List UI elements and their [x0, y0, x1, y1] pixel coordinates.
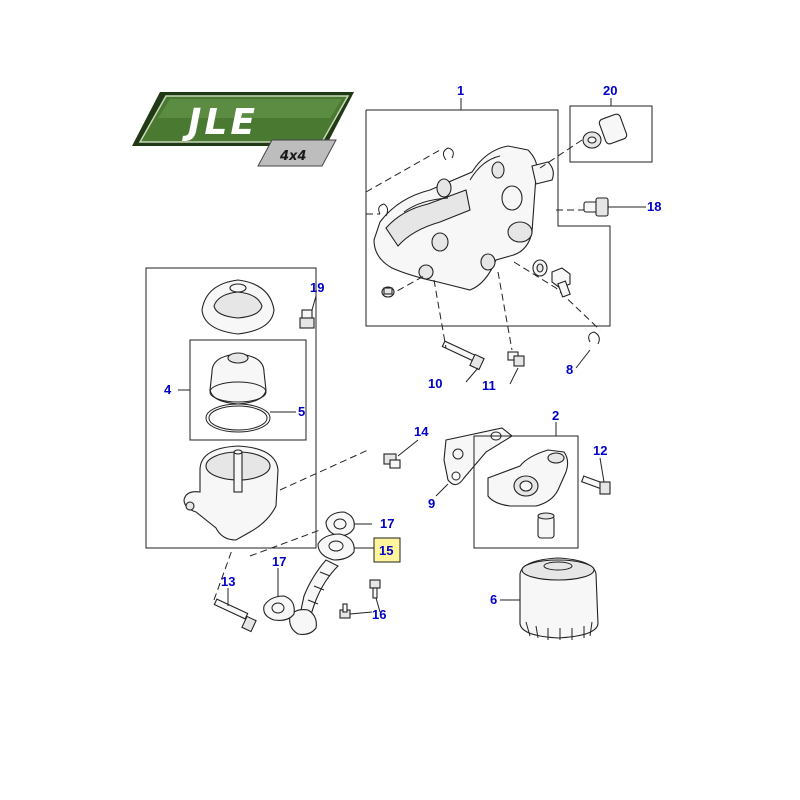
clip-left — [378, 203, 389, 217]
logo-sub-text: 4x4 — [279, 149, 306, 164]
logo-main-text: JLE — [182, 102, 258, 143]
callout-14: 14 — [414, 424, 429, 439]
filter-housing-box — [145, 267, 317, 549]
oil-pipe — [289, 559, 339, 635]
callout-20: 20 — [603, 83, 617, 98]
callout-2: 2 — [552, 408, 559, 423]
oil-temperature-sensor — [556, 197, 640, 217]
callout-4: 4 — [164, 382, 172, 397]
bolt-16-upper — [369, 579, 381, 599]
filter-canister — [183, 445, 279, 541]
clip-top-left — [442, 147, 454, 161]
adapter-sleeve — [537, 512, 555, 539]
part-20-group — [539, 105, 653, 169]
callout-13: 13 — [221, 574, 235, 589]
callout-17b: 17 — [272, 554, 286, 569]
drain-plug — [551, 267, 571, 298]
callout-5: 5 — [298, 404, 305, 419]
callout-11: 11 — [482, 378, 496, 393]
clip-8 — [588, 331, 600, 345]
o-ring — [205, 403, 271, 433]
callout-19: 19 — [310, 280, 324, 295]
callout-labels: 1 20 18 19 4 5 10 11 8 14 2 12 9 17 15 1… — [164, 83, 661, 622]
bolt-13 — [213, 598, 257, 633]
callout-16: 16 — [372, 607, 386, 622]
bolt-16-lower — [339, 603, 351, 619]
filter-cap — [201, 279, 275, 335]
oil-filter-housing — [373, 145, 554, 291]
bolt-12 — [580, 475, 611, 495]
callout-18: 18 — [647, 199, 661, 214]
filter-adapter — [487, 449, 569, 507]
gasket-17-upper — [325, 511, 355, 537]
filter-element — [209, 352, 267, 405]
callout-12: 12 — [593, 443, 607, 458]
sensor-sleeve — [582, 113, 628, 149]
callout-10: 10 — [428, 376, 442, 391]
bolt-11 — [497, 271, 525, 367]
bolt-19 — [299, 309, 315, 329]
oil-filter — [519, 557, 599, 640]
callout-1: 1 — [457, 83, 464, 98]
filter-adapter-box — [473, 435, 579, 549]
callout-8: 8 — [566, 362, 573, 377]
bolt-14 — [383, 453, 401, 469]
callout-6: 6 — [490, 592, 497, 607]
bolt-10 — [433, 279, 485, 371]
callout-17a: 17 — [380, 516, 394, 531]
oil-filter-housing-group — [365, 109, 611, 331]
leader-lines — [178, 98, 646, 615]
grommet — [381, 286, 395, 298]
gasket-17-lower — [263, 595, 295, 621]
plug-seal — [532, 259, 548, 277]
callout-15: 15 — [379, 543, 393, 558]
jle-4x4-logo: JLE 4x4 — [132, 92, 354, 167]
callout-15-highlight — [373, 537, 401, 563]
callout-9: 9 — [428, 496, 435, 511]
oil-pipe-flange — [317, 533, 355, 561]
